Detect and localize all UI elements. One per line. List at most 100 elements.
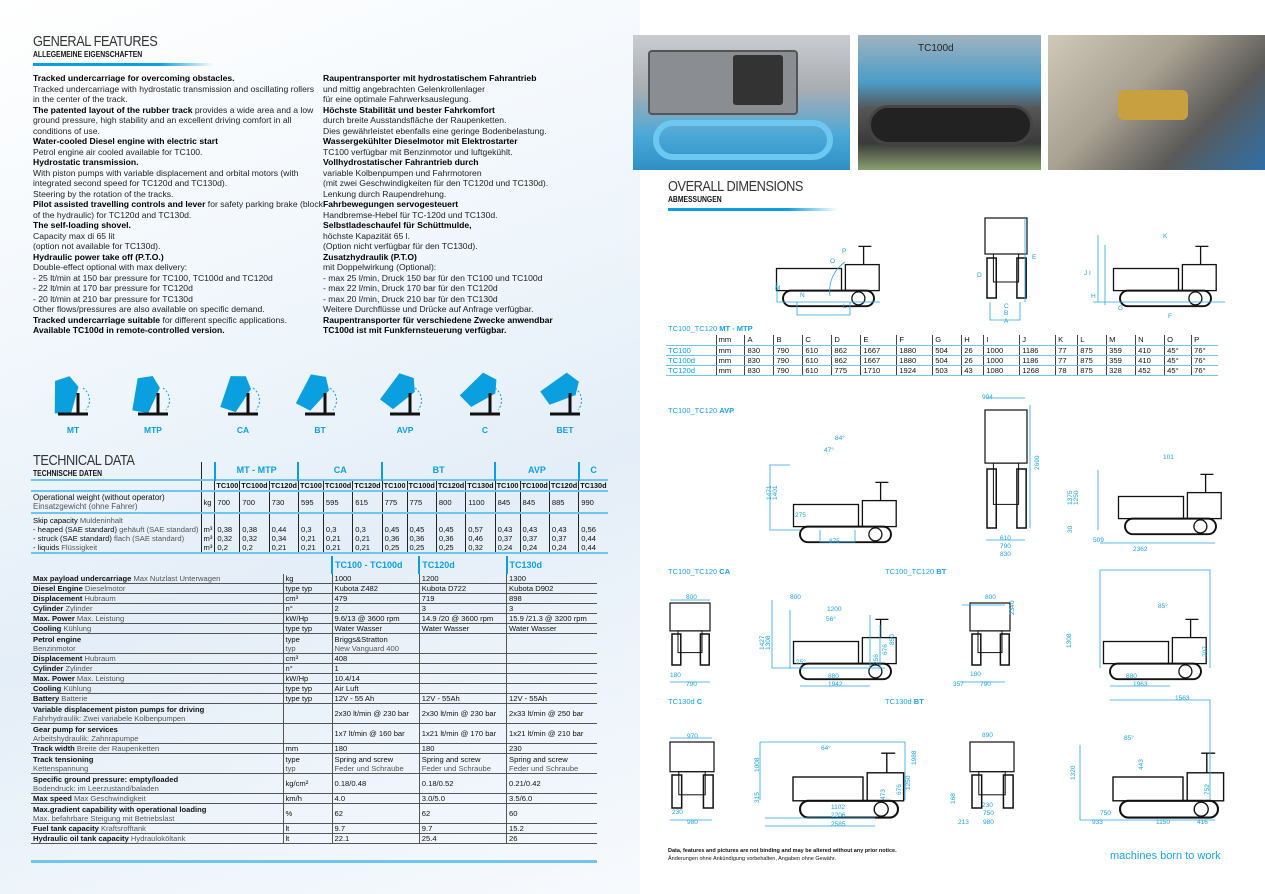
general-features-header: GENERAL FEATURES ALLEGEMEINE EIGENSCHAFT… xyxy=(33,33,333,66)
value: 610 xyxy=(802,345,832,356)
feature-bold: Pilot assisted travelling controls and l… xyxy=(33,199,206,209)
label-de: Einsatzgewicht (ohne Fahrer) xyxy=(33,502,138,511)
value: 1 xyxy=(331,663,420,674)
model-name: TC120d xyxy=(666,365,716,376)
dimension-label: 875 xyxy=(829,538,840,545)
unit: mm xyxy=(282,743,332,754)
unit: kg xyxy=(200,491,215,513)
unit: kW/Hp xyxy=(282,673,332,684)
value: 0,45 xyxy=(435,525,466,534)
dimension-label: F xyxy=(1168,313,1172,320)
feature-text: for different specific applications. xyxy=(160,314,287,325)
value: 862 xyxy=(831,345,861,356)
dimension-label: 830 xyxy=(1000,551,1011,558)
column-header: I xyxy=(983,335,1020,346)
title-rule xyxy=(668,208,838,211)
column-header: E xyxy=(860,335,897,346)
feature-line: höchste Kapazität 65 l. xyxy=(323,231,583,242)
value: 719 xyxy=(418,593,507,604)
value xyxy=(418,683,507,694)
dimension-label: 790 xyxy=(1000,543,1011,550)
value: 0,21 xyxy=(268,543,299,553)
dimension-label: 980 xyxy=(687,819,698,826)
group-header: AVP xyxy=(494,462,579,480)
version-icon-c: C xyxy=(450,368,520,435)
label-en: Skip capacity xyxy=(33,516,80,525)
value: 410 xyxy=(1135,355,1165,366)
dimension-label: 230 xyxy=(982,802,993,809)
label-en: - liquids xyxy=(33,543,62,552)
group-header: MT - MTP xyxy=(213,462,299,480)
photo-hydraulic-coupling xyxy=(1048,35,1265,170)
value: 885 xyxy=(548,491,579,513)
dimension-line xyxy=(670,699,1215,827)
dimension-label: 47° xyxy=(824,447,834,454)
value: Kubota D722 xyxy=(418,583,507,594)
feature-line: Capacity max di 65 lit xyxy=(33,231,323,242)
dimension-label: N xyxy=(800,292,805,299)
feature-line: (mit zwei Geschwindigkeiten für den TC12… xyxy=(323,178,583,189)
feature-text: Tracked undercarriage with hydrostatic t… xyxy=(33,83,315,105)
dimension-label: 1308 xyxy=(1066,633,1073,648)
value: 790 xyxy=(773,345,803,356)
value: 1880 xyxy=(896,345,933,356)
dimension-label: C xyxy=(1004,303,1009,310)
dimension-label: 2585 xyxy=(831,821,846,828)
label-en: Max. Power xyxy=(33,674,75,683)
label-en: Displacement xyxy=(33,594,83,603)
model-header: TC100 xyxy=(297,479,324,492)
label-en: Cooling xyxy=(33,624,62,633)
value: 3.5/6.0 xyxy=(506,793,597,804)
value: 0,3 xyxy=(352,525,383,534)
value: 0,36 xyxy=(381,534,408,543)
dimension-label: K xyxy=(1163,233,1168,240)
model-name: TC100d xyxy=(666,355,716,366)
section-subtitle: ALLEGEMEINE EIGENSCHAFTEN xyxy=(33,50,143,59)
value: 408 xyxy=(331,653,420,664)
feature-line: With piston pumps with variable displace… xyxy=(33,168,323,189)
dimension-label: 752 xyxy=(1204,784,1211,795)
value: 862 xyxy=(831,355,861,366)
value: 2x30 lt/min @ 230 bar xyxy=(418,703,507,724)
value: 77 xyxy=(1055,355,1078,366)
value: 730 xyxy=(268,491,299,513)
version-icon-mtp: MTP xyxy=(118,368,188,435)
value: 1880 xyxy=(896,355,933,366)
dimension-label: 1942 xyxy=(828,681,843,688)
value: 230 xyxy=(506,743,597,754)
label-de: Hubraum xyxy=(82,594,116,603)
value: 2x30 lt/min @ 230 bar xyxy=(331,703,420,724)
unit: kg xyxy=(282,574,332,584)
dumper-version-icon xyxy=(295,374,337,416)
feature-bold: Tracked undercarriage for overcoming obs… xyxy=(33,73,235,83)
value: 45° xyxy=(1164,365,1192,376)
value: 0,36 xyxy=(406,534,437,543)
dimension-label: 790 xyxy=(980,681,991,688)
title-rule xyxy=(33,63,213,66)
value xyxy=(506,633,597,654)
general-features-de: Raupentransporter mit hydrostatischem Fa… xyxy=(323,73,583,336)
value: 0,2 xyxy=(239,543,270,553)
feature-text: - max 22 l/min, Druck 170 bar für den TC… xyxy=(323,283,498,293)
feature-text: for safety parking brake (block of the h… xyxy=(33,199,323,220)
feature-line: Tracked undercarriage for overcoming obs… xyxy=(33,73,323,84)
caption-version: MT - MTP xyxy=(719,324,753,333)
value: 9.6/13 @ 3600 rpm xyxy=(331,613,420,624)
feature-line: TC100 verfügbar mit Benzinmotor und luft… xyxy=(323,147,583,158)
label-de: Max. Leistung xyxy=(74,674,125,683)
group-header: BT xyxy=(381,462,496,480)
feature-line: - 25 lt/min at 150 bar pressure for TC10… xyxy=(33,273,323,284)
skip-capacity-row: - struck (SAE standard) flach (SAE stand… xyxy=(31,534,608,543)
feature-text: - max 20 l/min, Druck 210 bar für den TC… xyxy=(323,293,498,304)
photo-track-undercarriage: TC100d xyxy=(858,35,1041,170)
dimension-label: I xyxy=(1089,270,1091,277)
